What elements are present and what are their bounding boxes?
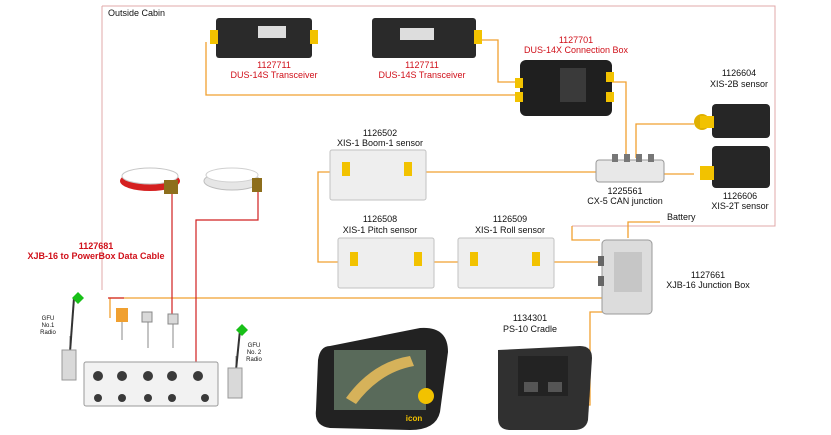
xjb16-box-part-number: 1127661 <box>690 270 726 280</box>
gfu2-line3: Radio <box>246 357 262 363</box>
dus14s-a-part-number: 1127711 <box>257 60 291 70</box>
gfu1-radio <box>61 292 84 381</box>
xjb16-cable-name: XJB-16 to PowerBox Data Cable <box>27 251 165 261</box>
xis2b-part-number: 1126604 <box>721 68 757 78</box>
dus14s-b-name: DUS-14S Transceiver <box>378 70 466 80</box>
xis2t-part-number: 1126606 <box>722 191 758 201</box>
cable-cx5-pitch <box>317 171 596 263</box>
cx5-name: CX-5 CAN junction <box>587 196 663 206</box>
xis2b-name: XIS-2B sensor <box>709 79 769 89</box>
xis1-pitch-part-number: 1126508 <box>362 214 398 224</box>
ps10-part-number: 1134301 <box>512 313 548 323</box>
cable-gnss-b <box>195 192 259 390</box>
gfu2-line1: GFU <box>247 343 261 349</box>
gfu1-line3: Radio <box>40 330 56 336</box>
gnss-antenna-b <box>203 167 262 192</box>
xis2t-name: XIS-2T sensor <box>711 201 769 211</box>
outside-cabin-label: Outside Cabin <box>108 8 166 18</box>
gfu2-radio <box>227 324 248 399</box>
dus14s-b-part-number: 1127711 <box>405 60 439 70</box>
xis1-pitch-name: XIS-1 Pitch sensor <box>342 225 418 235</box>
xis2t-sensor <box>700 146 770 188</box>
cable-dus14s-a <box>205 42 520 96</box>
cable-battery <box>627 221 660 238</box>
gfu2-line2: No. 2 <box>246 350 262 356</box>
icon-tablet <box>315 327 448 430</box>
cable-dus14x-cx5 <box>612 81 627 158</box>
xis1-roll-sensor <box>457 237 555 289</box>
ps10-name: PS-10 Cradle <box>502 324 558 334</box>
cable-cx5-xjb16 <box>571 226 600 241</box>
xis1-boom-sensor <box>329 149 427 201</box>
battery-label: Battery <box>667 212 696 222</box>
red-cables <box>108 192 259 390</box>
power-box <box>83 308 219 407</box>
dus14x-part-number: 1127701 <box>558 35 594 45</box>
cable-xis2b-cx5 <box>635 123 694 158</box>
cx5-part-number: 1225561 <box>607 186 643 196</box>
gnss-antenna-a <box>120 167 180 194</box>
outside-cabin-boundary <box>102 5 776 227</box>
cx5-can-junction <box>595 154 665 183</box>
dus14s-transceiver-b <box>372 18 482 58</box>
ps10-cradle <box>498 346 592 430</box>
xis1-pitch-sensor <box>337 237 435 289</box>
gfu1-line1: GFU <box>41 316 55 322</box>
xis1-boom-name: XIS-1 Boom-1 sensor <box>336 138 424 148</box>
dus14s-transceiver-a <box>210 18 318 58</box>
xis1-roll-name: XIS-1 Roll sensor <box>474 225 546 235</box>
xis1-roll-part-number: 1126509 <box>492 214 528 224</box>
cable-dus14s-b <box>478 39 520 83</box>
gfu1-line2: No.1 <box>41 323 55 329</box>
xis1-boom-part-number: 1126502 <box>362 128 398 138</box>
dus14x-connection-box <box>515 60 614 116</box>
dus14x-name: DUS-14X Connection Box <box>523 45 629 55</box>
icon-brand-label: icon <box>405 414 423 423</box>
xjb16-cable-part-number: 1127681 <box>78 241 114 251</box>
dus14s-a-name: DUS-14S Transceiver <box>230 70 318 80</box>
xjb16-box-name: XJB-16 Junction Box <box>666 280 750 290</box>
xjb16-junction-box <box>598 239 653 315</box>
xis2b-sensor <box>694 104 770 138</box>
